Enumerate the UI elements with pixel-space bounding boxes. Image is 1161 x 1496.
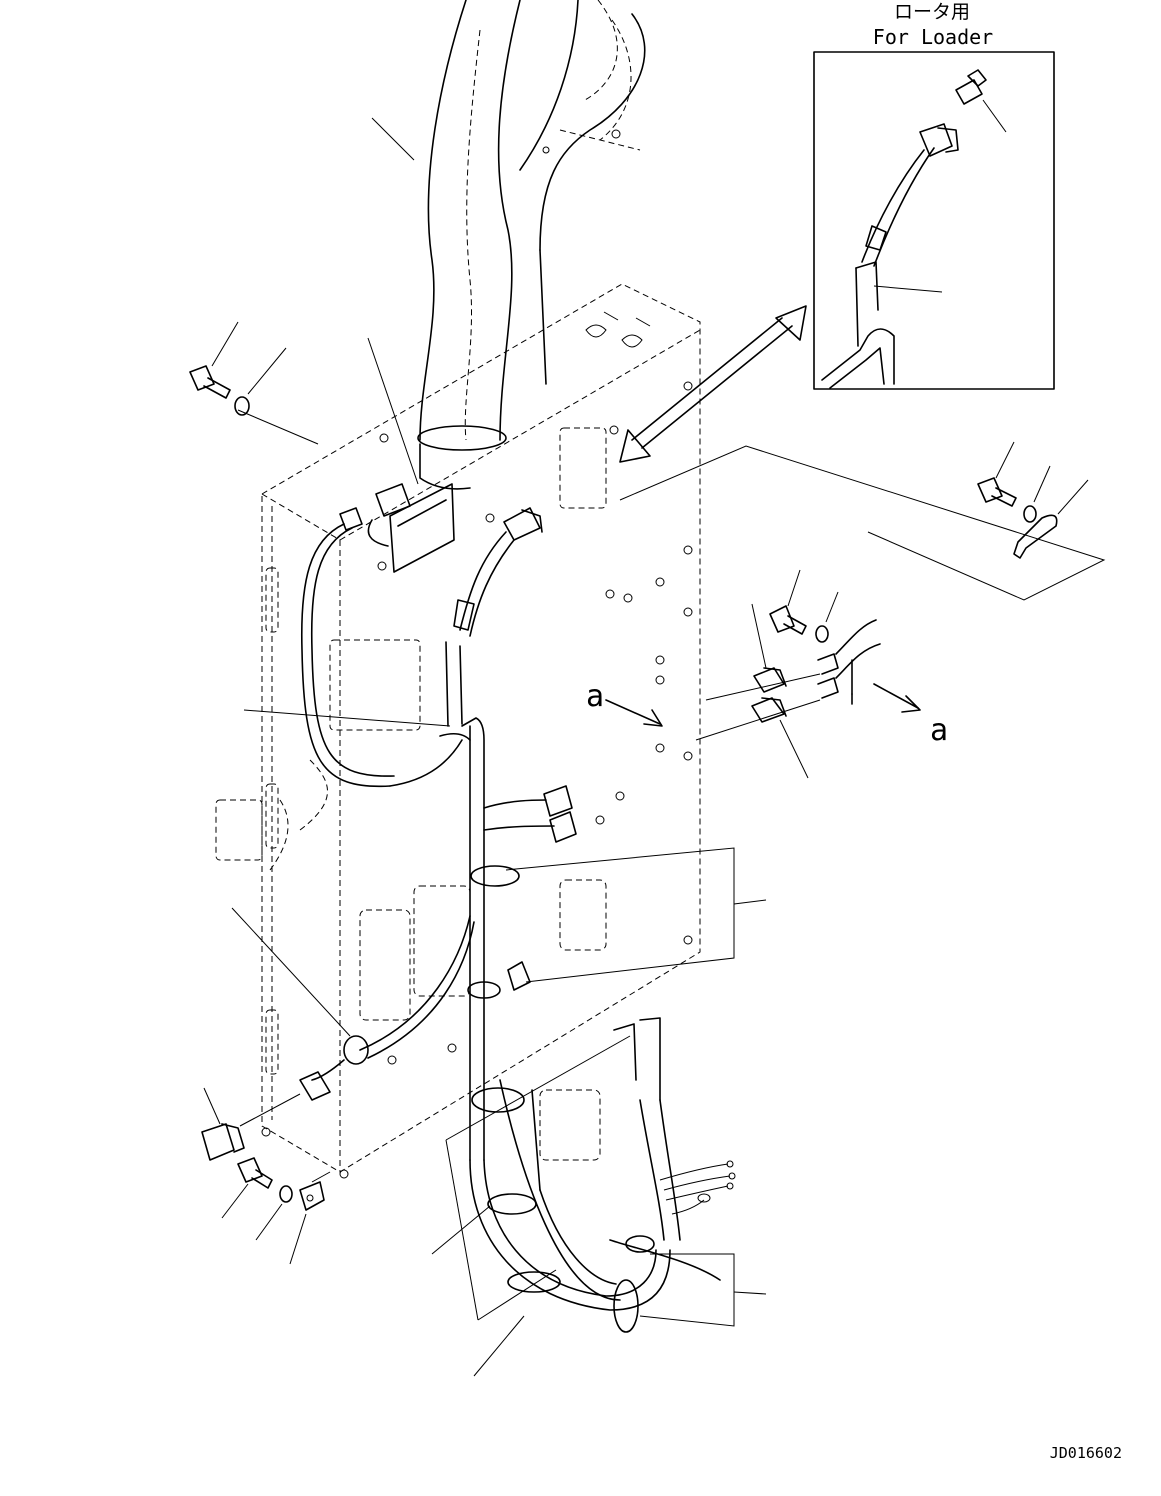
lower-left-connector (201, 907, 475, 1265)
control-box (215, 283, 701, 1179)
connector-upper-right (445, 507, 543, 727)
view-a-label-left: a (586, 679, 604, 714)
bracket-leaders (431, 847, 767, 1377)
far-right-terminal (619, 441, 1106, 601)
bolt-washer-top-left (189, 321, 319, 445)
right-connectors: a a (586, 569, 948, 779)
view-a-label-right: a (930, 713, 948, 748)
middle-connectors (507, 785, 577, 991)
lower-hose (499, 1017, 736, 1301)
main-hose (417, 0, 646, 490)
drawing-number: JD016602 (1050, 1444, 1122, 1462)
inset-caption-jp: ロータ用 (894, 1, 970, 23)
double-arrow (619, 305, 807, 463)
inset-detail-loader (813, 51, 1055, 390)
connector-bracket-top (300, 483, 463, 788)
main-harness (439, 717, 671, 1333)
inset-caption-en: For Loader (873, 25, 993, 49)
